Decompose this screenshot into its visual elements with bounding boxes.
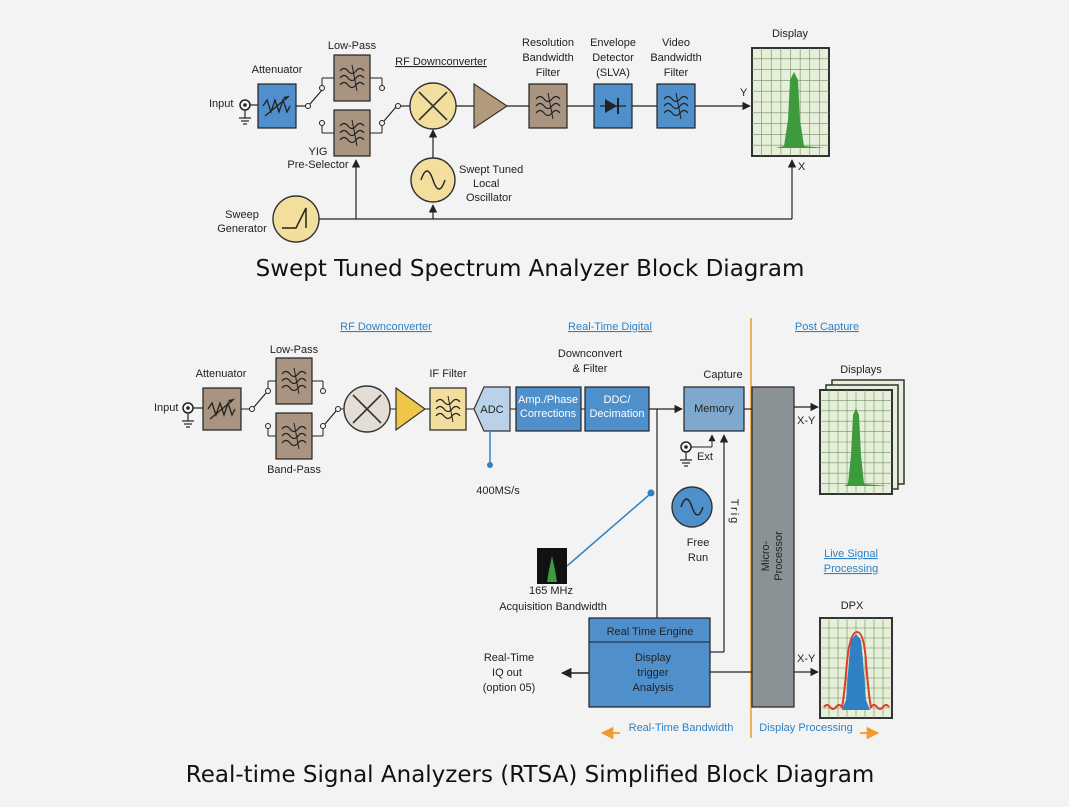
- swept-rbw-filter: [528, 83, 568, 129]
- rtsa-if-filter: [429, 387, 467, 431]
- rtsa-ext-connector: [679, 434, 716, 467]
- rtsa-free-run-label-1: Free: [687, 537, 710, 549]
- swept-amplifier: [473, 82, 509, 130]
- rtsa-ext-label: Ext: [697, 451, 713, 463]
- swept-input-label: Input: [209, 98, 233, 110]
- rtsa-adc-label: ADC: [480, 404, 503, 416]
- rtsa-title: Real-time Signal Analyzers (RTSA) Simpli…: [186, 762, 874, 788]
- swept-yig-label-1: YIG: [309, 146, 328, 158]
- swept-display-label: Display: [772, 28, 809, 40]
- rtsa-ddc-label-1: DDC/: [604, 394, 632, 406]
- swept-envelope-label-3: (SLVA): [596, 67, 630, 79]
- rtsa-rte-analysis: Analysis: [633, 682, 674, 694]
- rtsa-section-digital: Real-Time Digital: [568, 321, 652, 333]
- swept-spectrum-trace: [756, 72, 825, 148]
- rtsa-ddc-label-2: Decimation: [589, 408, 644, 420]
- swept-rbw-label-1: Resolution: [522, 37, 574, 49]
- rtsa-acq-bw-label-2: Acquisition Bandwidth: [499, 601, 607, 613]
- rtsa-memory: [683, 386, 745, 432]
- rtsa-lowpass-filter: [275, 357, 313, 405]
- swept-lo-label-2: Local: [473, 178, 499, 190]
- swept-attenuator-label: Attenuator: [252, 64, 303, 76]
- rtsa-microprocessor-label-1: Micro-: [760, 540, 772, 571]
- swept-rf-downconverter-label: RF Downconverter: [395, 56, 487, 68]
- rtsa-rte-trigger: trigger: [637, 667, 669, 679]
- rtsa-amp-phase-label-1: Amp./Phase: [518, 394, 578, 406]
- swept-title: Swept Tuned Spectrum Analyzer Block Diag…: [256, 256, 805, 282]
- rtsa-xy-label-bottom: X-Y: [797, 653, 816, 665]
- rtsa-iq-out-label-1: Real-Time: [484, 652, 534, 664]
- rtsa-free-run-label-2: Run: [688, 552, 708, 564]
- rtsa-lowpass-label: Low-Pass: [270, 344, 319, 356]
- rtsa-dpx-label: DPX: [841, 600, 864, 612]
- swept-envelope-label-1: Envelope: [590, 37, 636, 49]
- swept-yig-label-2: Pre-Selector: [287, 159, 348, 171]
- rtsa-displays-label: Displays: [840, 364, 882, 376]
- rtsa-adc-rate-label: 400MS/s: [476, 485, 520, 497]
- swept-vbw-label-3: Filter: [664, 67, 689, 79]
- rtsa-amp-phase-corrections: [515, 386, 582, 432]
- rtsa-real-time-engine: [588, 617, 711, 708]
- rtsa-ddc-decimation: [584, 386, 650, 432]
- rtsa-microprocessor: [751, 386, 795, 708]
- swept-rbw-label-2: Bandwidth: [522, 52, 573, 64]
- rtsa-rte-label: Real Time Engine: [607, 626, 694, 638]
- rtsa-iq-out-label-2: IQ out: [492, 667, 522, 679]
- rtsa-display-processing-label: Display Processing: [759, 722, 853, 734]
- swept-lo-label-1: Swept Tuned: [459, 164, 523, 176]
- rtsa-input-connector: [181, 402, 203, 428]
- rtsa-input-label: Input: [154, 402, 178, 414]
- rtsa-memory-label: Memory: [694, 403, 734, 415]
- rtsa-microprocessor-label-2: Processor: [773, 531, 785, 581]
- swept-display-screen: [751, 47, 830, 157]
- swept-input-connector: [238, 99, 258, 125]
- swept-yig-filter: [333, 109, 371, 157]
- rtsa-rte-display: Display: [635, 652, 672, 664]
- swept-vbw-label-1: Video: [662, 37, 690, 49]
- swept-y-label: Y: [740, 87, 748, 99]
- rtsa-if-filter-label: IF Filter: [429, 368, 467, 380]
- rtsa-live-signal-label-2: Processing: [824, 563, 878, 575]
- swept-lowpass-label: Low-Pass: [328, 40, 377, 52]
- swept-sweep-label-2: Generator: [217, 223, 267, 235]
- rtsa-acq-spectrum-icon: [537, 548, 567, 584]
- rtsa-xy-label-top: X-Y: [797, 415, 816, 427]
- swept-sweep-generator: [272, 195, 320, 243]
- rtsa-dpx-display: [819, 617, 893, 719]
- rtsa-iq-out-label-3: (option 05): [483, 682, 536, 694]
- swept-vbw-label-2: Bandwidth: [650, 52, 701, 64]
- swept-x-label: X: [798, 161, 806, 173]
- rtsa-dpx-trace: [823, 630, 890, 710]
- rtsa-display-trace: [824, 408, 888, 486]
- swept-lowpass-filter: [333, 54, 371, 102]
- swept-lo-label-3: Oscillator: [466, 192, 512, 204]
- rtsa-ddc-title-1: Downconvert: [558, 348, 622, 360]
- rtsa-bandpass-label: Band-Pass: [267, 464, 321, 476]
- rtsa-section-rf: RF Downconverter: [340, 321, 432, 333]
- rtsa-bandpass-filter: [275, 412, 313, 460]
- rtsa-ddc-title-2: & Filter: [573, 363, 608, 375]
- rtsa-attenuator-label: Attenuator: [196, 368, 247, 380]
- rtsa-dpx-spectrum: [824, 634, 888, 710]
- rtsa-amp-phase-label-2: Corrections: [520, 408, 577, 420]
- rtsa-rt-bandwidth-label: Real-Time Bandwidth: [629, 722, 734, 734]
- rtsa-live-signal-label-1: Live Signal: [824, 548, 878, 560]
- rtsa-displays-stack: [819, 379, 905, 495]
- rtsa-acq-bw-label-1: 165 MHz: [529, 585, 573, 597]
- rtsa-amplifier: [395, 386, 427, 432]
- swept-rbw-label-3: Filter: [536, 67, 561, 79]
- rtsa-capture-label: Capture: [703, 369, 742, 381]
- swept-vbw-filter: [656, 83, 696, 129]
- swept-sweep-label-1: Sweep: [225, 209, 259, 221]
- swept-envelope-label-2: Detector: [592, 52, 634, 64]
- rtsa-diagram: RF Downconverter Real-Time Digital Post …: [154, 318, 905, 788]
- rtsa-section-post: Post Capture: [795, 321, 859, 333]
- rtsa-trig-label: Trig: [728, 499, 740, 526]
- swept-diagram: Input Attenuator Low-Pass YIG Pre-Select…: [209, 28, 830, 282]
